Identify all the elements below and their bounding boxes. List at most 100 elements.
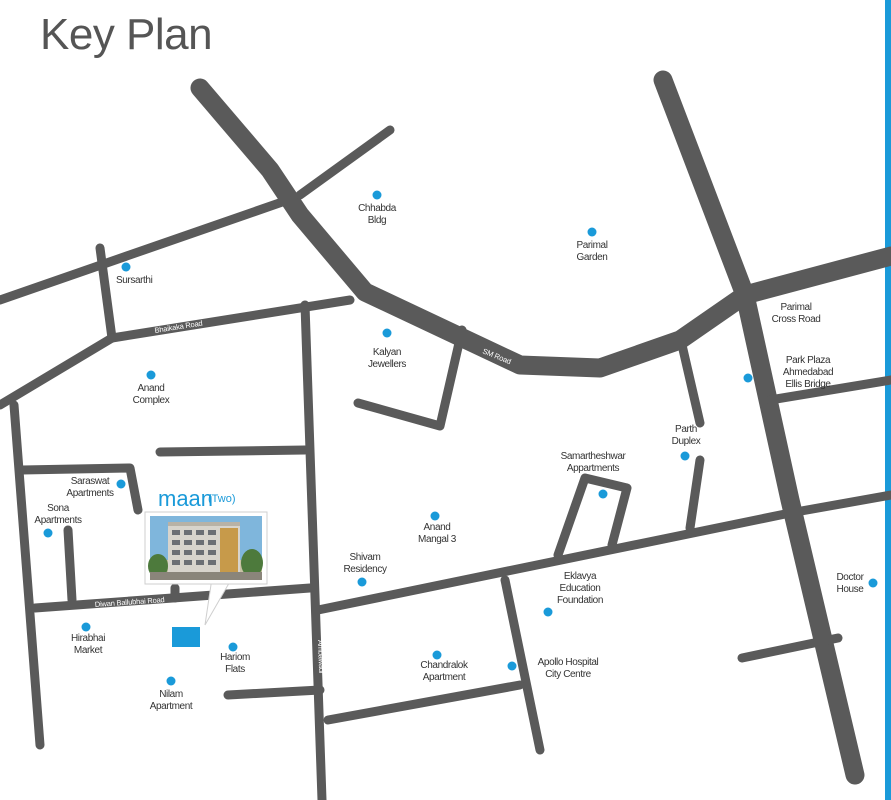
location-dot-icon[interactable] [543,607,553,617]
road [295,125,395,200]
landmark-label-line: Education [560,583,601,594]
diwan-ballubhai-road-label: Diwan Ballubhai Road [95,595,165,609]
landmark-label-line: Shivam [350,552,381,563]
landmark-label-line: Ahmedabad [783,367,833,378]
location-dot-icon[interactable] [357,577,367,587]
location-dot-icon[interactable] [868,578,878,588]
location-dot-icon[interactable] [81,622,91,632]
landmark-label-line: Samartheshwar [561,451,627,462]
road [0,333,117,410]
road [9,400,45,750]
road [323,680,525,725]
landmark-label-line: Nilam [159,689,183,700]
location-dot-icon[interactable] [146,370,156,380]
landmark-label-line: Anand [138,383,165,394]
blue-edge-strip [885,0,891,800]
landmark-label-line: Apartment [150,701,193,712]
building-photo-icon[interactable] [148,516,263,580]
road [95,243,117,343]
landmark-label-line: Mangal 3 [418,534,457,545]
road [500,575,545,755]
ambawadi-road-label: Ambawadi [316,640,326,674]
location-dot-icon[interactable] [382,328,392,338]
location-dot-icon[interactable] [587,227,597,237]
road [155,445,310,457]
location-dot-icon[interactable] [598,489,608,499]
project-suffix: (Two) [208,493,236,505]
road [223,685,325,700]
location-dot-icon[interactable] [680,451,690,461]
location-dot-icon[interactable] [228,642,238,652]
landmark-label-line: Anand [424,522,451,533]
landmark-label-line: Flats [225,664,245,675]
landmark-label-line: Hariom [220,652,250,663]
road [63,525,77,605]
landmark-label-line: Appartments [567,463,620,474]
location-dot-icon[interactable] [116,479,126,489]
landmark-label-line: Ellis Bridge [785,379,831,390]
landmark-label-line: Apartments [34,515,82,526]
location-dot-icon[interactable] [166,676,176,686]
road [17,463,143,515]
landmark-label-line: Foundation [557,595,603,606]
site-marker-icon[interactable] [172,627,200,647]
landmark-label: Sursarthi [116,275,153,286]
landmark-label-line: Park Plaza [786,355,831,366]
landmark-label-line: Eklavya [564,571,597,582]
road [313,508,795,615]
road [553,473,632,560]
project-callout: maan (Two) [144,486,268,626]
location-dot-icon[interactable] [507,661,517,671]
landmark-label-line: Jewellers [368,359,406,370]
location-dot-icon[interactable] [121,262,131,272]
ambawadi-road-line [300,300,327,800]
landmark-label-line: Cross Road [772,314,821,325]
landmark-sursarthi[interactable]: Sursarthi [116,262,153,287]
landmark-label-line: Sursarthi [116,275,153,286]
location-dot-icon[interactable] [43,528,53,538]
road-network [0,70,891,800]
bhaikaka-road-label: Bhaikaka Road [154,319,203,335]
location-dot-icon[interactable] [430,511,440,521]
location-dot-icon[interactable] [372,190,382,200]
location-dot-icon[interactable] [743,373,753,383]
sm-road-line [190,78,891,378]
landmark-label-line: Kalyan [373,347,401,358]
road [0,195,293,305]
road [785,490,891,518]
road [685,455,705,533]
location-dot-icon[interactable] [432,650,442,660]
